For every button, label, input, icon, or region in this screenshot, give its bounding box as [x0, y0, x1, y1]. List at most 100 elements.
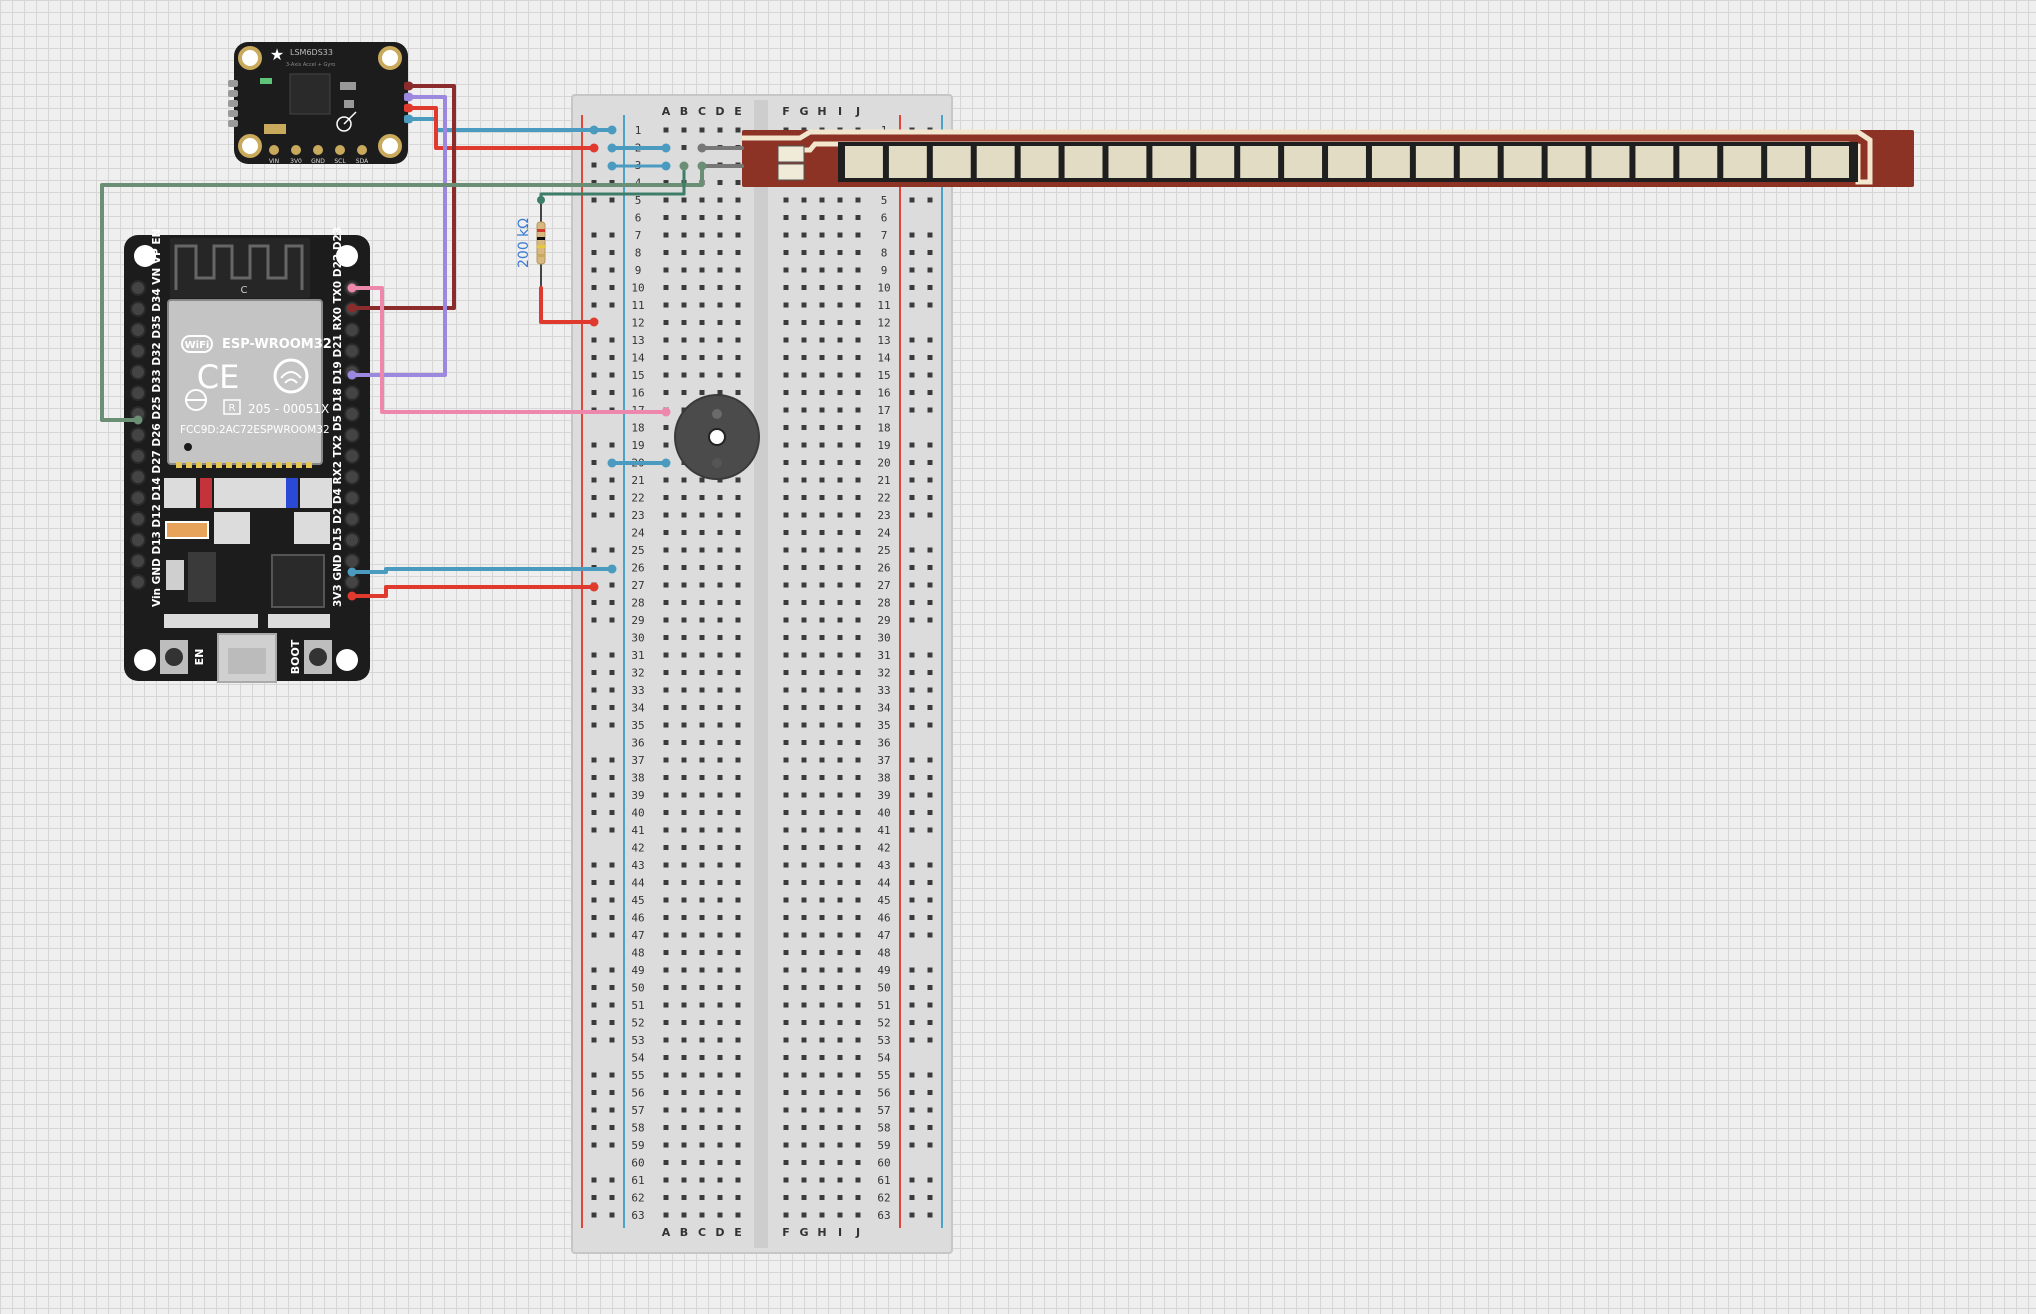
rail-hole[interactable] — [927, 372, 933, 378]
rail-hole[interactable] — [927, 1002, 933, 1008]
breadboard-hole[interactable] — [681, 1177, 687, 1183]
esp32-header-pin[interactable] — [344, 322, 360, 338]
breadboard-hole[interactable] — [735, 792, 741, 798]
rail-hole[interactable] — [591, 757, 597, 763]
breadboard-hole[interactable] — [855, 1072, 861, 1078]
breadboard-hole[interactable] — [855, 1037, 861, 1043]
breadboard-hole[interactable] — [717, 1072, 723, 1078]
esp32-header-pin[interactable] — [130, 448, 146, 464]
rail-hole[interactable] — [591, 775, 597, 780]
rail-hole[interactable] — [591, 862, 597, 868]
rail-hole[interactable] — [927, 652, 933, 658]
breadboard-hole[interactable] — [783, 1195, 789, 1200]
rail-hole[interactable] — [609, 757, 615, 763]
breadboard-hole[interactable] — [681, 827, 687, 833]
breadboard-hole[interactable] — [663, 810, 669, 815]
breadboard-hole[interactable] — [837, 425, 843, 430]
esp32-header-pin[interactable] — [344, 343, 360, 359]
wire-endpoint[interactable] — [661, 161, 671, 171]
breadboard-hole[interactable] — [855, 705, 861, 710]
rail-hole[interactable] — [909, 880, 915, 885]
breadboard-hole[interactable] — [783, 1125, 789, 1130]
breadboard-hole[interactable] — [735, 250, 741, 255]
breadboard-hole[interactable] — [735, 617, 741, 623]
breadboard-hole[interactable] — [837, 687, 843, 693]
breadboard-hole[interactable] — [855, 285, 861, 290]
breadboard-hole[interactable] — [699, 652, 705, 658]
esp32-header-pin[interactable] — [344, 553, 360, 569]
breadboard-hole[interactable] — [855, 635, 861, 640]
breadboard-hole[interactable] — [663, 285, 669, 290]
breadboard-hole[interactable] — [801, 1020, 807, 1025]
breadboard-hole[interactable] — [801, 1212, 807, 1218]
breadboard-hole[interactable] — [855, 1142, 861, 1148]
breadboard-hole[interactable] — [801, 565, 807, 570]
breadboard-hole[interactable] — [783, 1002, 789, 1008]
breadboard-hole[interactable] — [837, 670, 843, 675]
breadboard-hole[interactable] — [801, 267, 807, 273]
breadboard-hole[interactable] — [699, 232, 705, 238]
breadboard-hole[interactable] — [855, 1107, 861, 1113]
breadboard-hole[interactable] — [717, 705, 723, 710]
breadboard-hole[interactable] — [717, 127, 723, 133]
breadboard-hole[interactable] — [855, 810, 861, 815]
breadboard-hole[interactable] — [717, 180, 723, 185]
rail-hole[interactable] — [609, 337, 615, 343]
breadboard-hole[interactable] — [783, 617, 789, 623]
rail-hole[interactable] — [609, 495, 615, 500]
breadboard-hole[interactable] — [819, 950, 825, 955]
rail-hole[interactable] — [591, 792, 597, 798]
rail-hole[interactable] — [909, 495, 915, 500]
breadboard-hole[interactable] — [717, 337, 723, 343]
flex-sensor[interactable] — [742, 129, 1914, 187]
breadboard-hole[interactable] — [663, 670, 669, 675]
breadboard-hole[interactable] — [837, 215, 843, 220]
breadboard-hole[interactable] — [801, 757, 807, 763]
breadboard-hole[interactable] — [819, 1195, 825, 1200]
rail-hole[interactable] — [927, 1037, 933, 1043]
breadboard-hole[interactable] — [699, 792, 705, 798]
breadboard-hole[interactable] — [663, 1107, 669, 1113]
rail-hole[interactable] — [927, 477, 933, 483]
rail-hole[interactable] — [909, 390, 915, 395]
breadboard-hole[interactable] — [717, 1142, 723, 1148]
wire-endpoint[interactable] — [607, 161, 617, 171]
breadboard-hole[interactable] — [699, 582, 705, 588]
breadboard-hole[interactable] — [837, 600, 843, 605]
breadboard-hole[interactable] — [663, 652, 669, 658]
breadboard-hole[interactable] — [735, 267, 741, 273]
rail-hole[interactable] — [927, 915, 933, 920]
wire-red-vin-sensor[interactable] — [407, 106, 596, 150]
breadboard-hole[interactable] — [837, 1195, 843, 1200]
breadboard-hole[interactable] — [801, 512, 807, 518]
breadboard-hole[interactable] — [663, 1055, 669, 1060]
breadboard-hole[interactable] — [681, 705, 687, 710]
rail-hole[interactable] — [927, 775, 933, 780]
breadboard-hole[interactable] — [855, 617, 861, 623]
breadboard-hole[interactable] — [699, 932, 705, 938]
rail-hole[interactable] — [909, 827, 915, 833]
breadboard-hole[interactable] — [819, 390, 825, 395]
breadboard-hole[interactable] — [783, 722, 789, 728]
breadboard-hole[interactable] — [663, 180, 669, 185]
esp32-header-pin[interactable] — [344, 406, 360, 422]
rail-hole[interactable] — [927, 722, 933, 728]
breadboard-hole[interactable] — [735, 1125, 741, 1130]
rail-hole[interactable] — [909, 687, 915, 693]
esp32-header-pin[interactable] — [130, 574, 146, 590]
breadboard-hole[interactable] — [855, 827, 861, 833]
breadboard-hole[interactable] — [735, 215, 741, 220]
rail-hole[interactable] — [927, 285, 933, 290]
breadboard-hole[interactable] — [783, 740, 789, 745]
wire-endpoint[interactable] — [404, 114, 414, 124]
wire-green-flex[interactable] — [100, 164, 704, 422]
breadboard-hole[interactable] — [717, 1212, 723, 1218]
breadboard-hole[interactable] — [663, 1090, 669, 1095]
breadboard-hole[interactable] — [855, 652, 861, 658]
breadboard-hole[interactable] — [699, 950, 705, 955]
breadboard-hole[interactable] — [801, 792, 807, 798]
breadboard-hole[interactable] — [783, 1160, 789, 1165]
breadboard-hole[interactable] — [783, 810, 789, 815]
breadboard-hole[interactable] — [837, 740, 843, 745]
